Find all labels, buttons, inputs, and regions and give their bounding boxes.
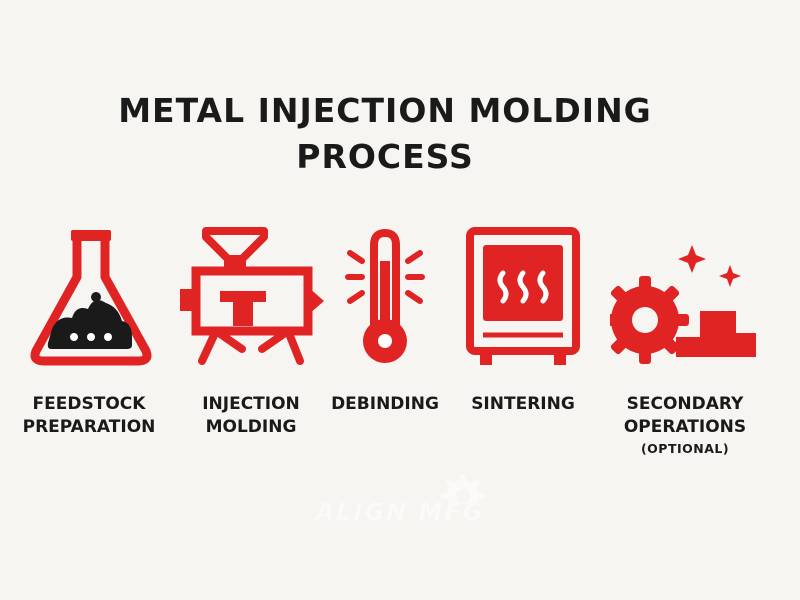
flask-icon (14, 225, 164, 370)
watermark-gear-icon (441, 474, 485, 504)
gear-sparkle-icon (610, 225, 760, 370)
watermark-logo: ALIGN MFG (290, 470, 510, 540)
step-label: INJECTION MOLDING (202, 394, 300, 437)
step-label: DEBINDING (331, 394, 439, 414)
injection-machine-icon (176, 225, 326, 370)
furnace-icon (448, 225, 598, 370)
page-title: METAL INJECTION MOLDING PROCESS (0, 88, 770, 180)
step-label: SINTERING (471, 394, 575, 414)
title-line-2: PROCESS (296, 137, 474, 176)
step-label: SECONDARY OPERATIONS (OPTIONAL) (610, 393, 760, 459)
title-line-1: METAL INJECTION MOLDING (118, 91, 652, 130)
step-label: FEEDSTOCK PREPARATION (22, 394, 156, 437)
watermark-text: ALIGN MFG (315, 498, 485, 526)
thermometer-icon (310, 225, 460, 370)
optional-note: (OPTIONAL) (640, 441, 730, 456)
